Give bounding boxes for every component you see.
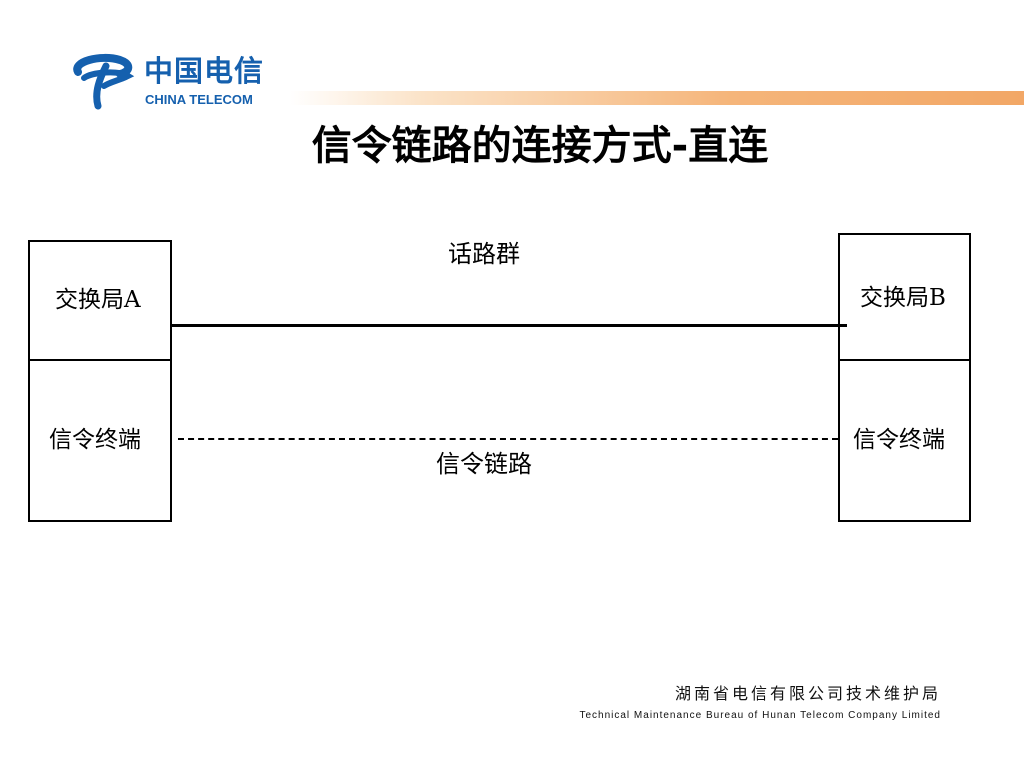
terminal-a-label: 信令终端	[49, 427, 141, 453]
exchange-b-label: 交换局B	[860, 285, 946, 311]
logo-english-text: CHINA TELECOM	[145, 92, 253, 107]
header-gradient-bar	[290, 91, 1024, 105]
trunk-group-line	[171, 324, 847, 327]
signaling-link-label: 信令链路	[436, 450, 532, 478]
terminal-b-label: 信令终端	[853, 427, 945, 453]
signaling-link-dashed-line	[178, 438, 838, 440]
footer-org-chinese: 湖南省电信有限公司技术维护局	[674, 684, 941, 703]
terminal-b-box	[838, 359, 971, 522]
footer-org-english: Technical Maintenance Bureau of Hunan Te…	[579, 710, 941, 721]
terminal-a-box	[28, 359, 172, 522]
logo-chinese-text: 中国电信	[144, 54, 265, 88]
trunk-group-label: 话路群	[448, 240, 520, 268]
exchange-a-box	[28, 240, 172, 361]
slide-title: 信令链路的连接方式-直连	[311, 123, 769, 169]
exchange-a-label: 交换局A	[55, 287, 141, 313]
china-telecom-logo-icon	[73, 53, 135, 110]
